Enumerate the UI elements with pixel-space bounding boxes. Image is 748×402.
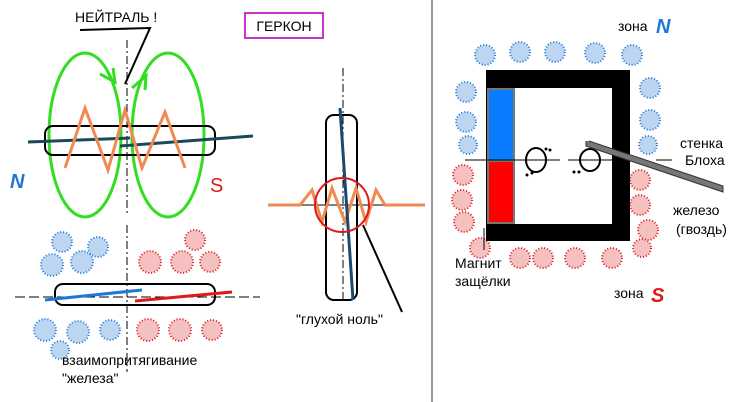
title-box — [244, 12, 324, 39]
reed-contact-left — [27, 136, 131, 144]
zone-s-letter: S — [651, 285, 665, 307]
magnet-north — [487, 88, 515, 162]
neutral-leader — [79, 26, 152, 85]
north-blobs — [33, 231, 121, 360]
arrow-left-icon — [99, 67, 117, 85]
wall-label-2: Блоха — [685, 152, 725, 168]
north-label: N — [10, 171, 25, 193]
zone-n-word: зона — [618, 18, 648, 34]
zone-n-blobs — [455, 41, 661, 155]
attraction-label-1: взаимопритягивание — [62, 352, 197, 368]
latch-diagram: зона N стенка Блоха железо (гвоздь) Маг — [451, 16, 727, 307]
south-label: S — [210, 175, 223, 197]
reed-contact-right — [119, 134, 254, 148]
zone-s-blobs — [451, 164, 659, 269]
zone-s-word: зона — [614, 285, 644, 301]
dead-zero-diagram: "глухой ноль" — [268, 68, 425, 327]
iron-label-1: железо — [673, 202, 720, 218]
zone-n-letter: N — [656, 16, 671, 38]
nail — [585, 140, 724, 193]
magnet-label-1: Магнит — [455, 255, 502, 271]
attraction-label-2: "железа" — [62, 370, 119, 386]
dead-zero-label: "глухой ноль" — [296, 311, 383, 327]
iron-label-2: (гвоздь) — [676, 221, 727, 237]
field-loop-left — [47, 51, 123, 219]
neutral-label: НЕЙТРАЛЬ ! — [75, 8, 157, 25]
field-diagram: N S — [10, 40, 254, 219]
magnet-label-2: защёлки — [455, 273, 511, 289]
coil — [63, 103, 187, 175]
arrow-right-icon — [131, 72, 148, 91]
south-blobs — [136, 229, 223, 342]
magnet-south — [487, 160, 515, 224]
title: ГЕРКОН — [256, 18, 311, 34]
attraction-diagram: взаимопритягивание "железа" — [15, 225, 260, 386]
wall-label-1: стенка — [680, 135, 723, 151]
